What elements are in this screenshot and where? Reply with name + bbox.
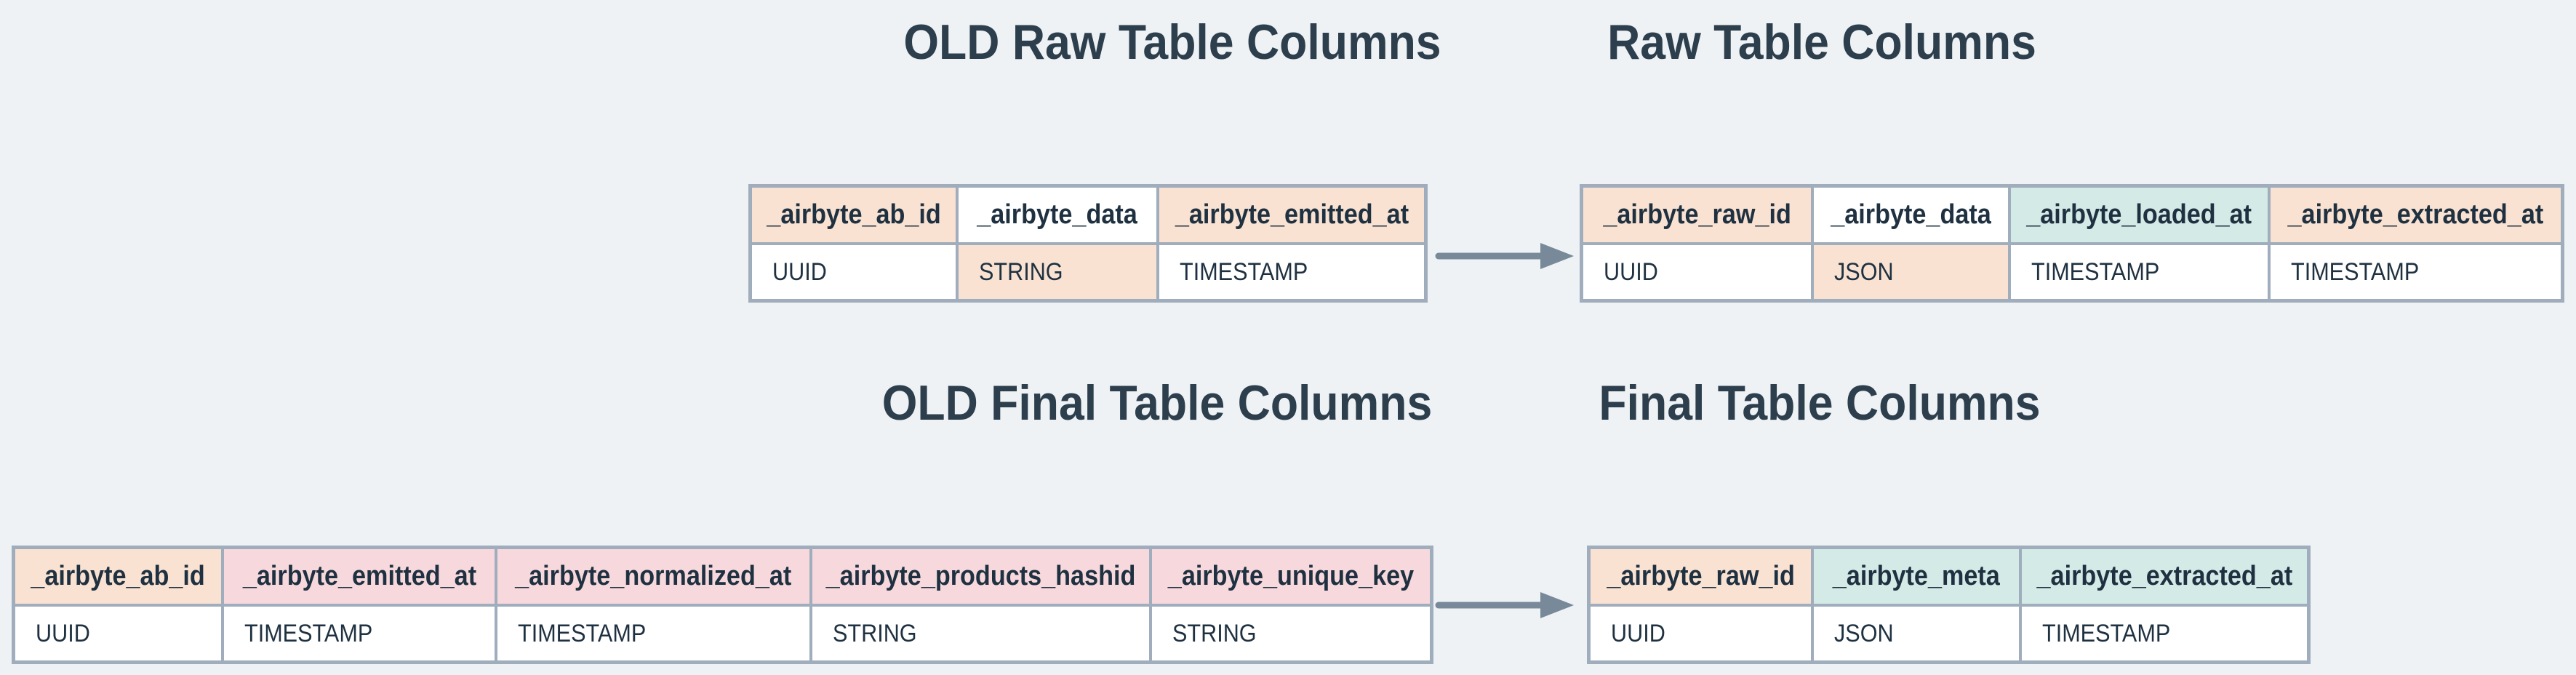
column-type: TIMESTAMP: [244, 619, 373, 647]
column-type-cell: UUID: [1583, 245, 1811, 299]
column-type-cell: STRING: [1152, 607, 1430, 660]
column-header: _airbyte_normalized_at: [497, 549, 809, 604]
column-name: _airbyte_raw_id: [1603, 199, 1791, 230]
column-type: JSON: [1834, 619, 1894, 647]
column-name: _airbyte_products_hashid: [825, 561, 1136, 591]
column-type-cell: JSON: [1814, 245, 2008, 299]
column-name: _airbyte_raw_id: [1607, 561, 1795, 591]
column-type: UUID: [772, 257, 827, 286]
column-name: _airbyte_extracted_at: [2036, 561, 2292, 591]
column-header: _airbyte_raw_id: [1591, 549, 1811, 604]
column-name: _airbyte_extracted_at: [2287, 199, 2544, 230]
column-header: _airbyte_extracted_at: [2022, 549, 2307, 604]
column-header: _airbyte_meta: [1814, 549, 2019, 604]
column-name: _airbyte_data: [977, 199, 1138, 230]
column-name: _airbyte_ab_id: [31, 561, 206, 591]
column-type: UUID: [1604, 257, 1658, 286]
column-type-cell: TIMESTAMP: [224, 607, 495, 660]
column-header: _airbyte_loaded_at: [2011, 188, 2268, 242]
old-raw-table: _airbyte_ab_id _airbyte_data _airbyte_em…: [748, 184, 1428, 303]
column-header: _airbyte_emitted_at: [1159, 188, 1424, 242]
column-header: _airbyte_raw_id: [1583, 188, 1811, 242]
column-type: TIMESTAMP: [1180, 257, 1308, 286]
column-type-cell: STRING: [812, 607, 1149, 660]
column-type: UUID: [36, 619, 90, 647]
right-arrow-icon: [1435, 592, 1574, 618]
column-name: _airbyte_meta: [1832, 561, 2001, 591]
title-old-final-table: OLD Final Table Columns: [881, 375, 1433, 431]
column-header: _airbyte_data: [1814, 188, 2008, 242]
raw-table: _airbyte_raw_id _airbyte_data _airbyte_l…: [1580, 184, 2564, 303]
right-arrow-icon: [1435, 243, 1574, 269]
column-type: STRING: [1172, 619, 1257, 647]
column-type-cell: UUID: [15, 607, 221, 660]
column-type: STRING: [979, 257, 1063, 286]
column-name: _airbyte_data: [1831, 199, 1991, 230]
column-header: _airbyte_ab_id: [15, 549, 221, 604]
title-raw-table: Raw Table Columns: [1607, 15, 2036, 70]
column-header: _airbyte_emitted_at: [224, 549, 495, 604]
column-type: STRING: [833, 619, 917, 647]
column-header: _airbyte_ab_id: [752, 188, 956, 242]
column-type: TIMESTAMP: [518, 619, 647, 647]
column-header: _airbyte_products_hashid: [812, 549, 1149, 604]
column-name: _airbyte_emitted_at: [242, 561, 476, 591]
column-name: _airbyte_unique_key: [1167, 561, 1415, 591]
column-header: _airbyte_data: [959, 188, 1156, 242]
column-type-cell: TIMESTAMP: [2022, 607, 2307, 660]
final-table: _airbyte_raw_id _airbyte_meta _airbyte_e…: [1587, 546, 2311, 664]
column-type-cell: UUID: [752, 245, 956, 299]
column-name: _airbyte_loaded_at: [2026, 199, 2252, 230]
old-final-table: _airbyte_ab_id _airbyte_emitted_at _airb…: [12, 546, 1433, 664]
column-name: _airbyte_ab_id: [767, 199, 941, 230]
column-type: TIMESTAMP: [2291, 257, 2420, 286]
column-header: _airbyte_unique_key: [1152, 549, 1430, 604]
column-type-cell: UUID: [1591, 607, 1811, 660]
column-name: _airbyte_emitted_at: [1175, 199, 1409, 230]
title-final-table: Final Table Columns: [1599, 375, 2041, 431]
column-type: UUID: [1611, 619, 1665, 647]
column-header: _airbyte_extracted_at: [2271, 188, 2561, 242]
column-name: _airbyte_normalized_at: [515, 561, 792, 591]
column-type-cell: TIMESTAMP: [2011, 245, 2268, 299]
column-type-cell: STRING: [959, 245, 1156, 299]
column-type-cell: JSON: [1814, 607, 2019, 660]
column-type-cell: TIMESTAMP: [1159, 245, 1424, 299]
column-type-cell: TIMESTAMP: [497, 607, 809, 660]
column-type: TIMESTAMP: [2031, 257, 2160, 286]
column-type-cell: TIMESTAMP: [2271, 245, 2561, 299]
title-old-raw-table: OLD Raw Table Columns: [903, 15, 1441, 70]
column-type: TIMESTAMP: [2042, 619, 2171, 647]
column-type: JSON: [1834, 257, 1894, 286]
